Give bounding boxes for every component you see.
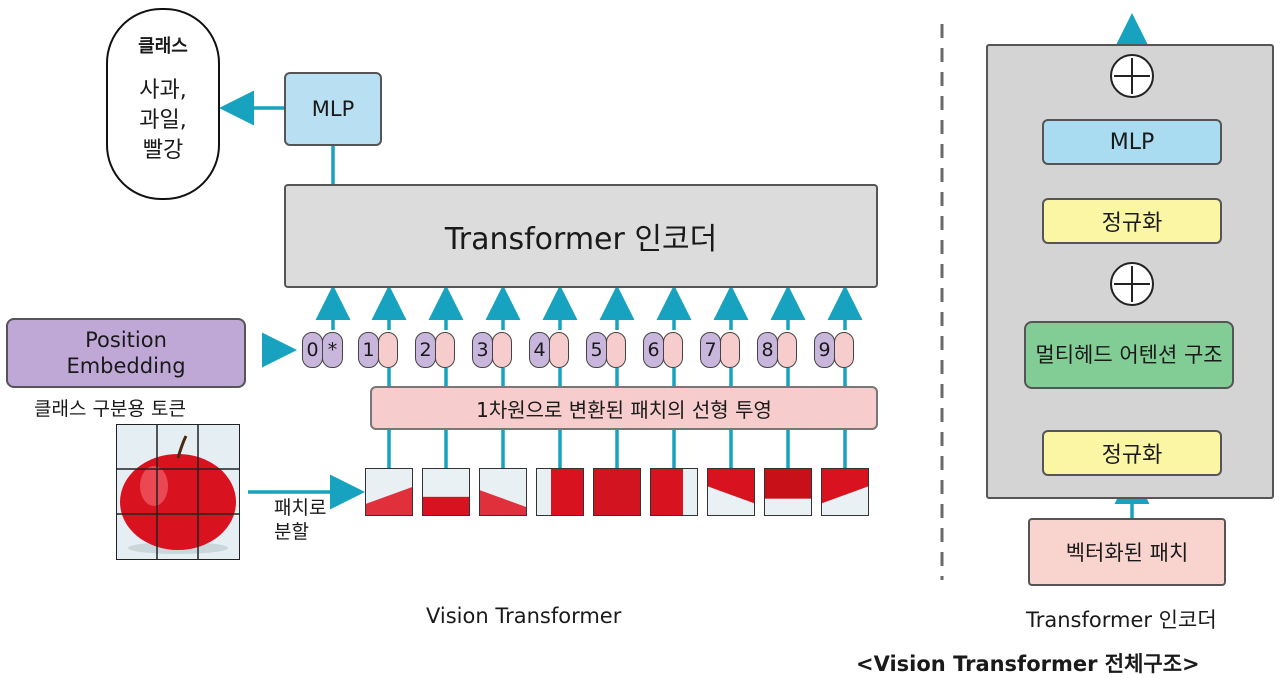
class-output-item: 빨강 — [142, 138, 184, 163]
token-embedding — [834, 332, 854, 368]
image-patch — [365, 468, 413, 516]
encoder-mlp-box: MLP — [1042, 119, 1222, 165]
token-embedding — [777, 332, 797, 368]
token-embedding — [435, 332, 455, 368]
image-patch — [821, 468, 869, 516]
split-into-patches-label: 패치로 분할 — [274, 497, 327, 543]
token-number: 7 — [700, 332, 721, 368]
image-patch — [593, 468, 641, 516]
image-patch — [707, 468, 755, 516]
multi-head-attention-label: 멀티헤드 어텐션 구조 — [1035, 343, 1223, 367]
class-output-item: 사과, — [139, 78, 187, 103]
linear-projection-box: 1차원으로 변환된 패치의 선형 투영 — [370, 386, 878, 430]
apple-image-grid — [116, 424, 240, 560]
residual-add-icon — [1110, 262, 1154, 306]
token-number: 3 — [472, 332, 493, 368]
vectorized-patch-box: 벡터화된 패치 — [1028, 518, 1226, 586]
class-output-item: 과일, — [139, 108, 187, 133]
image-patch — [422, 468, 470, 516]
class-output-title: 클래스 — [138, 36, 188, 57]
norm-top-box: 정규화 — [1042, 198, 1222, 244]
vit-caption: Vision Transformer — [426, 604, 622, 628]
token-number: 9 — [814, 332, 835, 368]
token-embedding — [549, 332, 569, 368]
token-number: 4 — [529, 332, 550, 368]
token-number: 6 — [643, 332, 664, 368]
token-number: 8 — [757, 332, 778, 368]
class-output-bubble: 클래스 사과, 과일, 빨강 — [106, 8, 220, 200]
figure-title: <Vision Transformer 전체구조> — [856, 652, 1200, 676]
mlp-head-box: MLP — [284, 72, 382, 146]
image-patch — [536, 468, 584, 516]
transformer-encoder-box: Transformer 인코더 — [284, 184, 878, 288]
residual-add-icon — [1110, 54, 1154, 98]
norm-bottom-box: 정규화 — [1042, 430, 1222, 476]
token-number: 0 — [302, 332, 323, 368]
token-embedding — [720, 332, 740, 368]
encoder-caption: Transformer 인코더 — [1026, 608, 1217, 632]
position-embedding-label: Position Embedding — [66, 328, 186, 378]
token-number: 1 — [358, 332, 379, 368]
class-token-star: * — [322, 332, 343, 368]
position-embedding-box: Position Embedding — [6, 318, 246, 388]
token-number: 5 — [586, 332, 607, 368]
image-patch — [764, 468, 812, 516]
token-embedding — [606, 332, 626, 368]
class-token-label: 클래스 구분용 토큰 — [34, 398, 186, 420]
image-patch — [479, 468, 527, 516]
multi-head-attention-box: 멀티헤드 어텐션 구조 — [1024, 321, 1234, 389]
token-embedding — [378, 332, 398, 368]
token-embedding — [663, 332, 683, 368]
token-embedding — [492, 332, 512, 368]
token-number: 2 — [415, 332, 436, 368]
image-patch — [650, 468, 698, 516]
